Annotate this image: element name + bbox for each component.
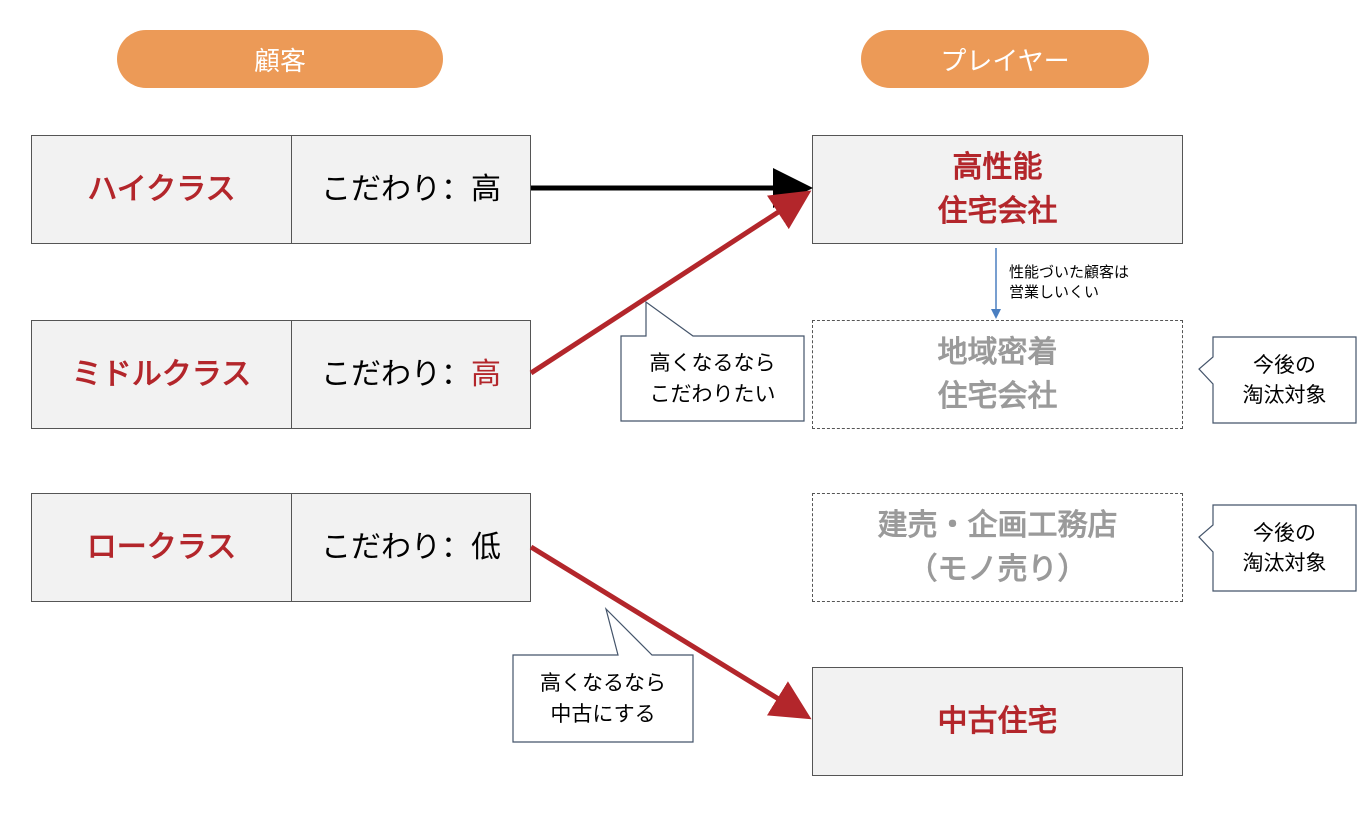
pref-label: こだわり：低 — [321, 529, 501, 565]
arrow-middle-to-high-performance — [529, 190, 812, 376]
player-line1: 地域密着 — [937, 335, 1058, 370]
customer-class-label: ロークラス — [86, 529, 237, 565]
player-line1: 建売・企画工務店 — [877, 508, 1118, 543]
player-header: プレイヤー — [861, 30, 1149, 88]
arrow-low-to-used-housing — [529, 544, 812, 720]
callout-line2: 淘汰対象 — [1242, 383, 1327, 407]
pref-value: 高 — [471, 356, 501, 392]
customer-class-high: ハイクラス — [31, 135, 292, 244]
callout-line1: 高くなるなら — [649, 351, 776, 376]
callout-line1: 今後の — [1253, 520, 1316, 545]
pref-value: 低 — [471, 529, 501, 565]
player-line1: 中古住宅 — [937, 703, 1058, 739]
note-line2: 営業しいくい — [1009, 283, 1100, 302]
player-header-label: プレイヤー — [940, 46, 1070, 77]
customer-header-label: 顧客 — [253, 46, 306, 77]
customer-pref-low: こだわり：低 — [291, 493, 531, 602]
callout-eliminate-1-shape — [1198, 336, 1357, 424]
sales-difficulty-note: 性能づいた顧客は 営業しいくい — [1009, 262, 1129, 303]
customer-class-middle: ミドルクラス — [31, 320, 292, 429]
customer-pref-middle: こだわり：高 — [291, 320, 531, 429]
player-used-housing: 中古住宅 — [812, 667, 1183, 776]
customer-class-label: ミドルクラス — [71, 356, 252, 392]
callout-middle: 高くなるなら こだわりたい — [621, 336, 804, 421]
callout-line1: 高くなるなら — [540, 671, 666, 696]
player-line2: 住宅会社 — [937, 193, 1058, 229]
player-regional: 地域密着 住宅会社 — [812, 320, 1183, 429]
player-spec-builder: 建売・企画工務店 （モノ売り） — [812, 493, 1183, 602]
callout-eliminate-2: 今後の 淘汰対象 — [1213, 505, 1356, 591]
callout-low: 高くなるなら 中古にする — [513, 655, 693, 742]
customer-header: 顧客 — [117, 30, 443, 88]
callout-line2: こだわりたい — [649, 381, 776, 406]
callout-line1: 今後の — [1253, 352, 1316, 377]
pref-label: こだわり：高 — [321, 356, 501, 392]
player-line2: （モノ売り） — [907, 551, 1088, 587]
callout-eliminate-2-shape — [1198, 504, 1357, 592]
callout-low-shape — [512, 607, 694, 743]
customer-class-label: ハイクラス — [87, 171, 236, 207]
pref-value: 高 — [471, 171, 501, 207]
callout-line2: 中古にする — [550, 701, 656, 726]
callout-eliminate-1: 今後の 淘汰対象 — [1213, 337, 1356, 423]
customer-class-low: ロークラス — [31, 493, 292, 602]
customer-pref-high: こだわり：高 — [291, 135, 531, 244]
callout-line2: 淘汰対象 — [1242, 551, 1327, 575]
player-high-performance: 高性能 住宅会社 — [812, 135, 1183, 244]
pref-label: こだわり：高 — [321, 171, 501, 207]
callout-middle-shape — [620, 300, 805, 422]
player-line1: 高性能 — [952, 150, 1043, 185]
note-line1: 性能づいた顧客は — [1009, 263, 1130, 281]
player-line2: 住宅会社 — [937, 378, 1058, 414]
